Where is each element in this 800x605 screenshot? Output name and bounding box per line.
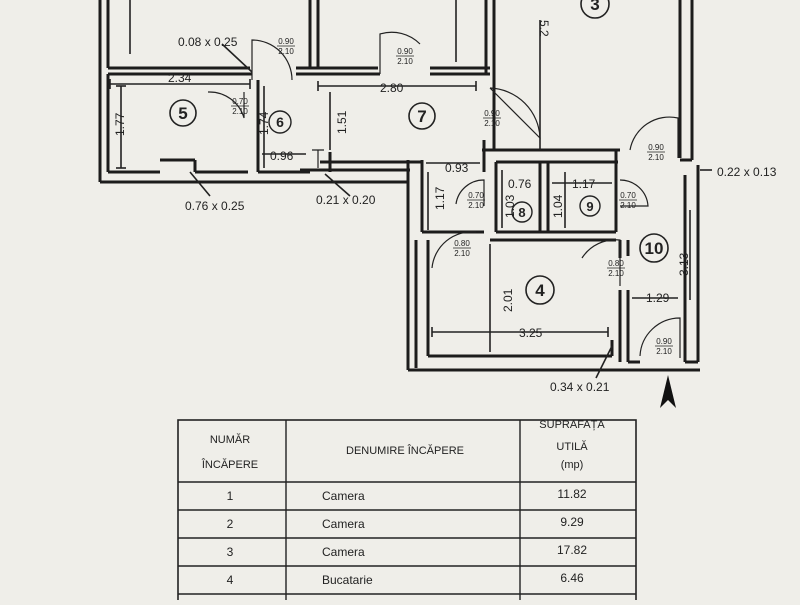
- dim-label: 2.34: [168, 71, 192, 85]
- dim-label: 0.93: [445, 161, 469, 175]
- row-name: Bucatarie: [322, 573, 373, 587]
- row-name: Camera: [322, 489, 365, 503]
- door-width: 0.90: [278, 37, 294, 46]
- dim-label: 1.29: [646, 291, 670, 305]
- dim-label: 3.13: [677, 252, 691, 276]
- room-number-7: 7: [417, 107, 426, 126]
- door-size-label: 0.802.10: [453, 239, 471, 258]
- dim-label: 0.76 x 0.25: [185, 199, 245, 213]
- door-width: 0.90: [484, 109, 500, 118]
- door-width: 0.70: [620, 191, 636, 200]
- door-size-label: 0.702.10: [467, 191, 485, 210]
- door-height: 2.10: [484, 119, 500, 128]
- door-height: 2.10: [648, 153, 664, 162]
- dim-label: 1.17: [572, 177, 596, 191]
- dim-label: 1.51: [335, 110, 349, 134]
- door-height: 2.10: [232, 107, 248, 116]
- door-width: 0.90: [397, 47, 413, 56]
- door-size-label: 0.702.10: [231, 97, 249, 116]
- door-width: 0.90: [656, 337, 672, 346]
- walls: [98, 0, 700, 372]
- dim-label: 1.03: [503, 194, 517, 218]
- row-number: 2: [227, 517, 234, 531]
- door-size-label: 0.902.10: [647, 143, 665, 162]
- dim-label: 0.21 x 0.20: [316, 193, 376, 207]
- door-width: 0.90: [648, 143, 664, 152]
- north-arrow-icon: [660, 375, 676, 408]
- dim-label: 0.34 x 0.21: [550, 380, 610, 394]
- row-area: 11.82: [557, 487, 586, 501]
- door-size-label: 0.902.10: [483, 109, 501, 128]
- door-height: 2.10: [608, 269, 624, 278]
- door-width: 0.80: [454, 239, 470, 248]
- room-number-5: 5: [178, 104, 187, 123]
- door-size-label: 0.902.10: [396, 47, 414, 66]
- header-area: UTILĂ: [556, 440, 588, 453]
- door-height: 2.10: [656, 347, 672, 356]
- door-height: 2.10: [397, 57, 413, 66]
- room-number-4: 4: [535, 281, 545, 300]
- door-size-label: 0.702.10: [619, 191, 637, 210]
- header-number: ÎNCĂPERE: [201, 458, 258, 471]
- room-number-3: 3: [590, 0, 599, 14]
- dim-label: 1.17: [433, 186, 447, 210]
- room-numbers: 3 5 6 7 8 9 10 4: [169, 0, 669, 305]
- door-size-label: 0.902.10: [277, 37, 295, 56]
- dim-label: 0.96: [270, 149, 294, 163]
- dim-label: 1.74: [257, 111, 271, 135]
- door-size-label: 0.802.10: [607, 259, 625, 278]
- dim-label: 2.80: [380, 81, 404, 95]
- door-swings: [207, 31, 681, 358]
- door-size-label: 0.902.10: [655, 337, 673, 356]
- row-area: 6.46: [560, 571, 584, 585]
- room-number-8: 8: [518, 205, 525, 220]
- row-number: 1: [227, 489, 234, 503]
- area-table: NUMĂR ÎNCĂPERE DENUMIRE ÎNCĂPERE SUPRAFA…: [177, 419, 637, 605]
- row-area: 17.82: [557, 543, 587, 557]
- room-number-10: 10: [645, 239, 664, 258]
- dim-label: 0.76: [508, 177, 532, 191]
- row-name: Camera: [322, 517, 365, 531]
- door-width: 0.80: [608, 259, 624, 268]
- dim-label: 1.04: [551, 194, 565, 218]
- header-area: (mp): [561, 459, 584, 471]
- row-name: Camera: [322, 545, 365, 559]
- header-number: NUMĂR: [210, 433, 250, 446]
- door-height: 2.10: [278, 47, 294, 56]
- row-number: 4: [227, 573, 234, 587]
- header-name: DENUMIRE ÎNCĂPERE: [346, 444, 464, 457]
- door-width: 0.70: [232, 97, 248, 106]
- dim-label: 0.08 x 0.25: [178, 35, 238, 49]
- dim-label: 3.25: [519, 326, 543, 340]
- dim-label: 0.22 x 0.13: [717, 165, 777, 179]
- dim-label: 2.01: [501, 288, 515, 312]
- door-height: 2.10: [454, 249, 470, 258]
- dim-label: 1.77: [113, 112, 127, 136]
- door-height: 2.10: [620, 201, 636, 210]
- door-width: 0.70: [468, 191, 484, 200]
- dimension-labels: 0.08 x 0.25 2.34 2.80 1.77 1.74 1.51 0.9…: [113, 20, 777, 394]
- header-area: SUPRAFAȚA: [539, 419, 605, 431]
- room-number-9: 9: [586, 199, 593, 214]
- dim-label: 5.2: [537, 20, 551, 37]
- door-height: 2.10: [468, 201, 484, 210]
- room-number-6: 6: [276, 114, 284, 130]
- row-number: 3: [227, 545, 234, 559]
- row-area: 9.29: [560, 515, 584, 529]
- dimension-lines: [109, 0, 712, 379]
